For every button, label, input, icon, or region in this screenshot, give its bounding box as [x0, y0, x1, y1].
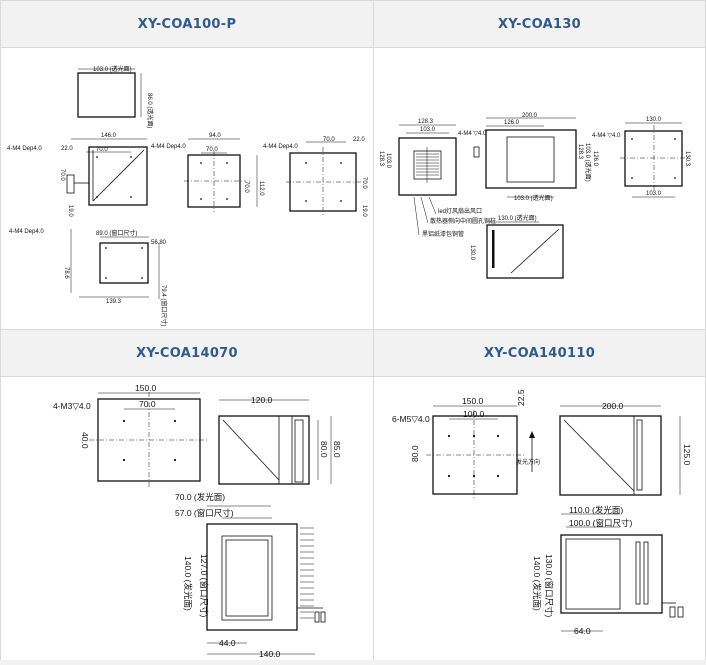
dim-1030: 103.0 — [420, 127, 436, 133]
dim-150: 150.0 — [462, 396, 484, 406]
dim-1260h: 126.0 — [592, 151, 598, 167]
dim-140h: 140.0 (发光面) — [183, 556, 193, 611]
drawing-xy-coa140110: 150.0 6-M5▽4.0 100.0 22.5 80.0 发光方向 200.… — [392, 389, 692, 636]
dim-127: 127.0 (窗口尺寸) — [199, 554, 209, 617]
dim-22c: 22.0 — [353, 137, 365, 143]
dim-140w: 140.0 — [259, 649, 281, 659]
note-heatsink: 散热器侧向中间圆孔铜柱 — [430, 217, 496, 225]
dim-64: 64.0 — [574, 626, 591, 636]
dim-1283h: 128.3 — [378, 151, 384, 167]
dim-1283b: 128.3 — [577, 144, 583, 160]
dim-1300: 130.0 — [646, 117, 662, 123]
panel-xy-coa130: XY-COA130 128.3 103.0 4-M4 ▽4.0 128.3 10… — [373, 0, 706, 330]
dim-100w: 100.0 (窗口尺寸) — [569, 518, 632, 528]
dim-b1030c: 103.0 — [646, 191, 662, 197]
dim-100: 100.0 — [463, 409, 485, 419]
dim-22: 22.0 — [61, 146, 73, 152]
dim-794: 79.4 (窗口尺寸) — [160, 285, 168, 326]
holes-b: 4-M4 Dep4.0 — [151, 144, 186, 150]
panel-xy-coa14070: XY-COA14070 150.0 4-M3▽4.0 70.0 40.0 120… — [0, 329, 374, 661]
drawing-xy-coa100-p: 103.0 (透光面) 86.0 (透光面) 146.0 4-M4 Dep4.0… — [7, 65, 367, 326]
dim-70a-h: 70.0 — [59, 169, 65, 181]
dim-70c-h: 70.0 — [361, 177, 367, 189]
dim-70: 70.0 — [139, 399, 156, 409]
dim-1030h: 103.0 — [385, 153, 391, 169]
dim-85: 85.0 — [332, 441, 342, 458]
dim-200: 200.0 — [522, 113, 538, 119]
dim-top-width: 103.0 (透光面) — [93, 65, 132, 73]
dim-44: 44.0 — [219, 638, 236, 648]
holes-a: 4-M4 ▽4.0 — [458, 131, 487, 137]
dim-1260: 126.0 — [504, 120, 520, 126]
drawing-xy-coa130: 128.3 103.0 4-M4 ▽4.0 128.3 103.0 led灯风扇… — [378, 113, 690, 279]
dim-120: 120.0 — [251, 395, 273, 405]
dim-1393: 139.3 — [106, 299, 122, 305]
holes-b: 4-M4 ▽4.0 — [592, 133, 621, 139]
dim-110: 110.0 (发光面) — [569, 505, 623, 515]
dim-94: 94.0 — [209, 133, 221, 139]
dim-70l: 70.0 (发光面) — [175, 492, 225, 502]
dim-89: 89.0 (窗口尺寸) — [96, 229, 137, 237]
holes: 4-M3▽4.0 — [53, 401, 91, 411]
dim-146: 146.0 — [101, 133, 117, 139]
dim-b1030: 103.0 (透光面) — [514, 194, 553, 202]
next-row-header-strip — [0, 660, 706, 665]
dim-1303: 130.3 — [684, 151, 690, 167]
light-direction: 发光方向 — [516, 458, 540, 466]
dim-70b-h: 70.0 — [243, 181, 249, 193]
dim-225: 22.5 — [516, 389, 526, 406]
holes: 6-M5▽4.0 — [392, 414, 430, 424]
dim-70b: 70.0 — [206, 147, 218, 153]
holes-d: 4-M4 Dep4.0 — [9, 229, 44, 235]
dim-80: 80.0 — [319, 441, 329, 458]
dim-70a: 70.0 — [96, 147, 108, 153]
dim-19a: 19.0 — [67, 205, 73, 217]
dim-140h: 140.0 (发光面) — [532, 556, 542, 611]
dim-150: 150.0 — [135, 383, 157, 393]
dim-top-height: 86.0 (透光面) — [146, 93, 154, 128]
dim-786: 78.6 — [63, 267, 69, 279]
panel-xy-coa140110: XY-COA140110 150.0 6-M5▽4.0 100.0 22.5 8… — [373, 329, 706, 661]
panel-xy-coa100-p: XY-COA100-P 103.0 (透光面) 86.0 (透光面) 146.0… — [0, 0, 374, 330]
panel-title: XY-COA100-P — [1, 1, 373, 48]
dim-80: 80.0 — [410, 445, 420, 462]
drawing-xy-coa14070: 150.0 4-M3▽4.0 70.0 40.0 120.0 80.0 85.0 — [53, 383, 342, 659]
holes-a: 4-M4 Dep4.0 — [7, 146, 42, 152]
dim-200: 200.0 — [602, 401, 624, 411]
note-tube: 黑铝纸漆包铜管 — [422, 230, 464, 238]
panel-title: XY-COA14070 — [1, 330, 373, 377]
holes-c: 4-M4 Dep4.0 — [263, 144, 298, 150]
panel-title: XY-COA140110 — [374, 330, 705, 377]
dim-130: 130.0 (窗口尺寸) — [544, 554, 554, 617]
dim-112: 112.0 — [258, 181, 264, 196]
panel-title: XY-COA130 — [374, 1, 705, 48]
dim-1300dh: 130.0 — [469, 245, 475, 261]
dim-40: 40.0 — [80, 432, 90, 449]
note-fan: led灯风扇出风口 — [438, 207, 482, 215]
dim-70c: 70.0 — [323, 137, 335, 143]
dim-125: 125.0 — [682, 444, 692, 466]
dim-1300d: 130.0 (透光面) — [498, 214, 537, 222]
dim-1030b: 103.0 (透光面) — [584, 143, 592, 182]
dim-19c: 19.0 — [361, 205, 367, 217]
dim-1283: 128.3 — [418, 119, 434, 125]
dim-57: 57.0 (窗口尺寸) — [175, 508, 234, 518]
